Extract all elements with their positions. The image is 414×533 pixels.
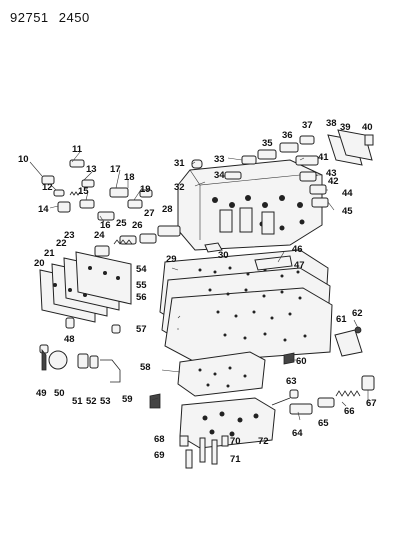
callout-42: 42 [328,176,339,187]
callout-25: 25 [116,218,127,229]
callout-46: 46 [292,244,303,255]
callout-10: 10 [18,154,29,165]
callout-labels: 10 11 12 13 14 15 16 17 18 19 20 21 22 2… [18,118,377,465]
callout-34: 34 [214,170,225,181]
callout-61: 61 [336,314,347,325]
callout-28: 28 [162,204,173,215]
callout-37: 37 [302,120,313,131]
left-springs-valves [41,159,181,257]
part-code-a: 92751 [10,10,49,25]
callout-72: 72 [258,436,269,447]
brackets [204,242,293,271]
diagram-header: 92751 2450 [10,10,96,25]
callout-14: 14 [38,204,49,215]
callout-20: 20 [34,258,45,269]
callout-63: 63 [286,376,297,387]
callout-36: 36 [282,130,293,141]
callout-35: 35 [262,138,273,149]
callout-47: 47 [294,260,305,271]
left-gaskets [39,251,132,323]
callout-62: 62 [352,308,363,319]
callout-38: 38 [326,118,337,129]
callout-11: 11 [72,144,83,155]
callout-13: 13 [86,164,97,175]
callout-16: 16 [100,220,111,231]
callout-64: 64 [292,428,303,439]
callout-29: 29 [166,254,177,265]
callout-59: 59 [122,394,133,405]
right-parts [149,326,375,415]
callout-41: 41 [318,152,329,163]
spools-top [191,135,329,208]
callout-67: 67 [366,398,377,409]
callout-19: 19 [140,184,151,195]
callout-39: 39 [340,122,351,133]
callout-48: 48 [64,334,75,345]
callout-24: 24 [94,230,105,241]
callout-60: 60 [296,356,307,367]
callout-45: 45 [342,206,353,217]
callout-17: 17 [110,164,121,175]
callout-22: 22 [56,238,67,249]
callout-49: 49 [36,388,47,399]
callout-44: 44 [342,188,353,199]
callout-52: 52 [86,396,97,407]
callout-66: 66 [344,406,355,417]
callout-69: 69 [154,450,165,461]
callout-70: 70 [230,436,241,447]
callout-40: 40 [362,122,373,133]
top-right-gaskets [327,129,374,166]
callout-54: 54 [136,264,147,275]
callout-53: 53 [100,396,111,407]
callout-12: 12 [42,182,53,193]
callout-50: 50 [54,388,65,399]
callout-33: 33 [214,154,225,165]
leader-lines [29,151,369,421]
callout-26: 26 [132,220,143,231]
callout-57: 57 [136,324,147,335]
callout-18: 18 [124,172,135,183]
callout-30: 30 [218,250,229,261]
callout-55: 55 [136,280,147,291]
callout-65: 65 [318,418,329,429]
plate-stack [159,249,333,397]
callout-58: 58 [140,362,151,373]
callout-23: 23 [64,230,75,241]
callout-56: 56 [136,292,147,303]
callout-71: 71 [230,454,241,465]
part-code-b: 2450 [58,10,90,25]
callout-51: 51 [72,396,83,407]
callout-31: 31 [174,158,185,169]
callout-27: 27 [144,208,155,219]
bolts [179,435,229,469]
callout-43: 43 [326,168,337,179]
callout-15: 15 [78,186,89,197]
small-parts-left [39,317,121,383]
callout-21: 21 [44,248,55,259]
callout-68: 68 [154,434,165,445]
callout-32: 32 [174,182,185,193]
